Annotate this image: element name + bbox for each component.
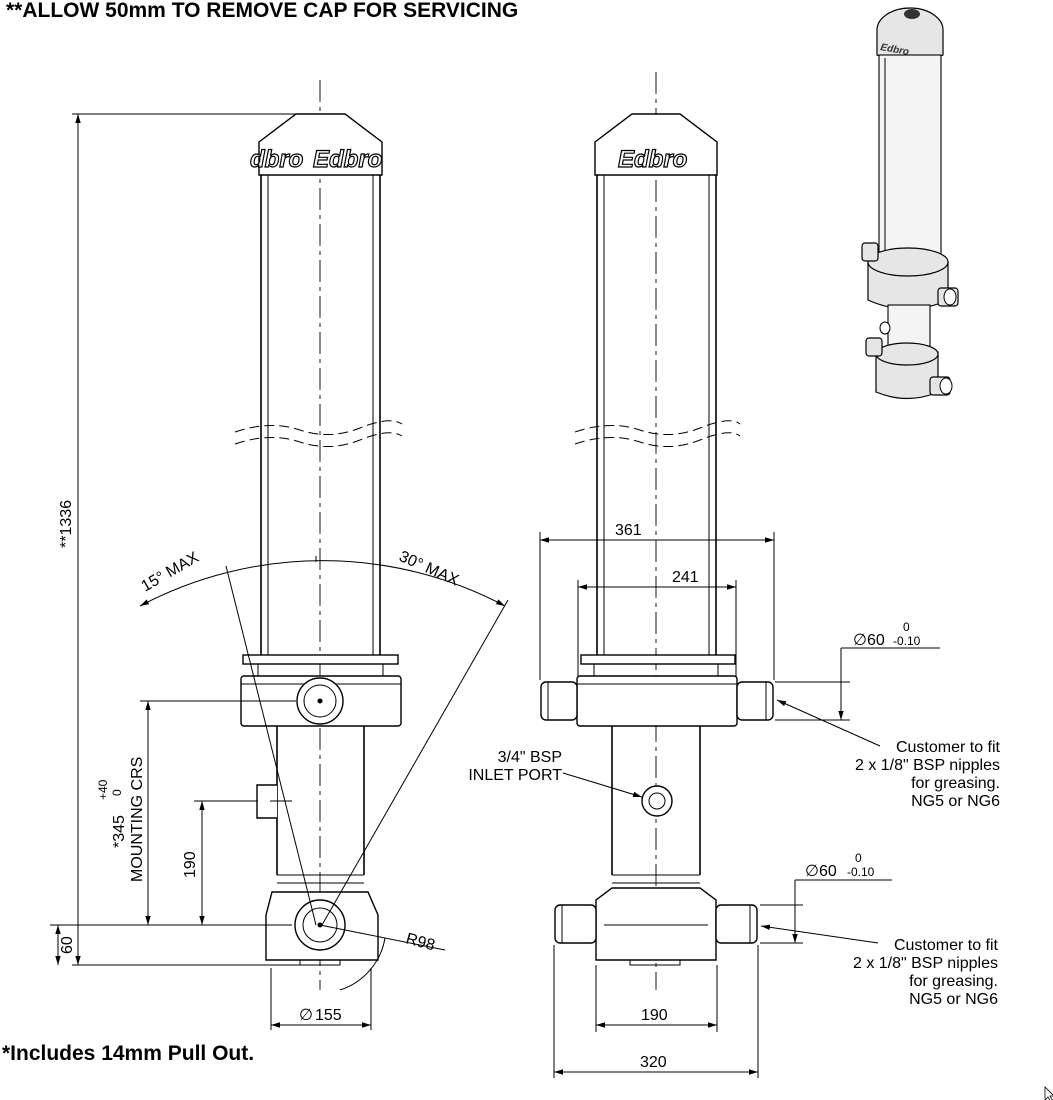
front-dim-190-label: 190: [641, 1007, 668, 1024]
grease-note-lower-4: NG5 or NG6: [909, 991, 998, 1008]
dim-241-label: 241: [672, 569, 699, 586]
iso-brand: Edbro: [879, 42, 909, 58]
isometric-view: Edbro: [861, 7, 959, 400]
radius-label: R98: [404, 930, 437, 954]
dim-60-label: 60: [59, 936, 76, 954]
upper-pin-diameter: ∅60: [853, 632, 885, 649]
mounting-crs-label: MOUNTING CRS: [129, 757, 146, 882]
lower-pin-tol-upper: 0: [855, 851, 862, 865]
lower-pin-diameter: ∅60: [805, 863, 837, 880]
side-view: dbro Edbro: [50, 80, 509, 1030]
front-cap: [594, 113, 718, 176]
upper-pin-tol-lower: -0.10: [893, 634, 921, 648]
upper-pin-tol-upper: 0: [903, 620, 910, 634]
grease-note-upper-2: 2 x 1/8" BSP nipples: [855, 757, 1000, 774]
mounting-value-label: *345: [111, 815, 128, 848]
side-brand: Edbro: [313, 146, 382, 173]
side-dim-190-label: 190: [182, 851, 199, 878]
lower-pin-tol-lower: -0.10: [847, 865, 875, 879]
servicing-note: **ALLOW 50mm TO REMOVE CAP FOR SERVICING: [6, 0, 518, 22]
inlet-port-line1: 3/4" BSP: [498, 749, 562, 766]
grease-note-lower-1: Customer to fit: [894, 937, 999, 954]
cursor-icon: [1044, 1086, 1053, 1100]
dim-320-label: 320: [640, 1054, 667, 1071]
overall-height-label: **1336: [58, 500, 75, 548]
diameter-155-label: ∅155: [299, 1007, 342, 1024]
grease-note-upper-4: NG5 or NG6: [911, 793, 1000, 810]
front-brand: Edbro: [618, 146, 687, 173]
dim-361-label: 361: [615, 522, 642, 539]
inlet-port-line2: INLET PORT: [468, 767, 562, 784]
mounting-tol-lower: 0: [110, 789, 124, 796]
front-view: Edbro: [468, 72, 1001, 1078]
angle-left-label: 15° MAX: [139, 549, 203, 596]
grease-note-lower-3: for greasing.: [909, 973, 998, 990]
side-brand-partial: dbro: [250, 146, 303, 173]
angle-right-label: 30° MAX: [396, 548, 461, 589]
grease-note-upper-3: for greasing.: [911, 775, 1000, 792]
pull-out-note: *Includes 14mm Pull Out.: [2, 1042, 254, 1065]
grease-note-upper-1: Customer to fit: [896, 739, 1001, 756]
grease-note-lower-2: 2 x 1/8" BSP nipples: [853, 955, 998, 972]
mounting-tol-upper: +40: [96, 779, 110, 800]
